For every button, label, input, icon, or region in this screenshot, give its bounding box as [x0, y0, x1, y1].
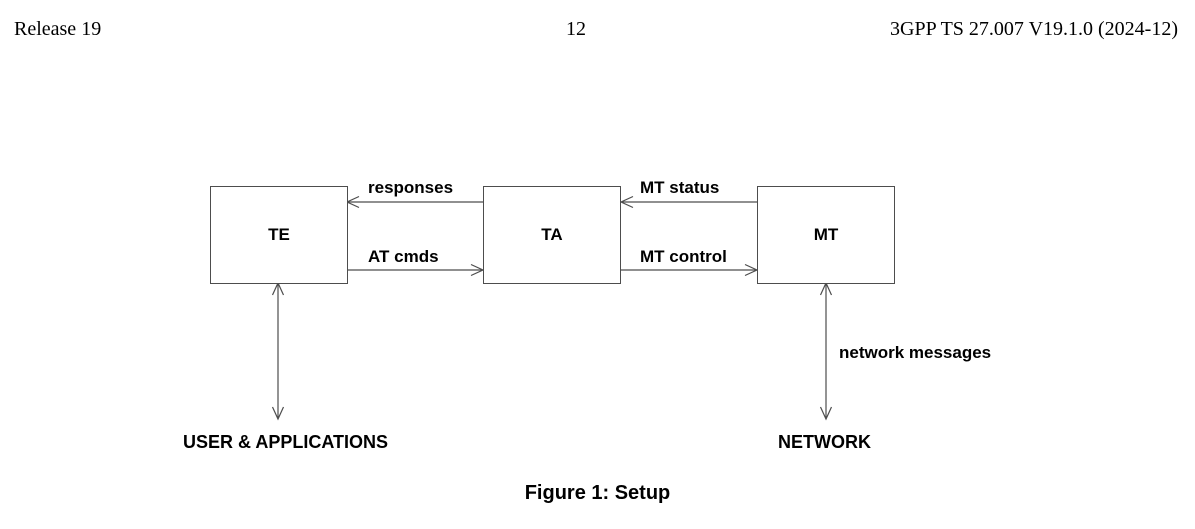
network-messages-arrow-label: network messages [839, 343, 992, 362]
mt-network-arrowhead-down-icon [819, 406, 833, 421]
header-page-number: 12 [566, 18, 586, 40]
header-doc-id: 3GPP TS 27.007 V19.1.0 (2024-12) [890, 18, 1178, 40]
ta-box-label: TA [541, 225, 563, 244]
network-label: NETWORK [778, 432, 871, 452]
at-cmds-arrow-label: AT cmds [368, 247, 439, 266]
figure-caption: Figure 1: Setup [524, 482, 671, 504]
mt-box-label: MT [813, 225, 839, 244]
te-user-arrowhead-down-icon [271, 406, 285, 421]
user-applications-label: USER & APPLICATIONS [183, 432, 389, 452]
mt-status-arrow-label: MT status [640, 178, 720, 197]
mt-control-arrow-label: MT control [640, 247, 727, 266]
mt-box: MT [757, 186, 895, 284]
responses-arrow-label: responses [368, 178, 454, 197]
te-box-label: TE [268, 225, 290, 244]
mt-status-arrowhead-left-icon [619, 195, 634, 209]
ta-box: TA [483, 186, 621, 284]
te-box: TE [210, 186, 348, 284]
header-release: Release 19 [14, 18, 102, 40]
